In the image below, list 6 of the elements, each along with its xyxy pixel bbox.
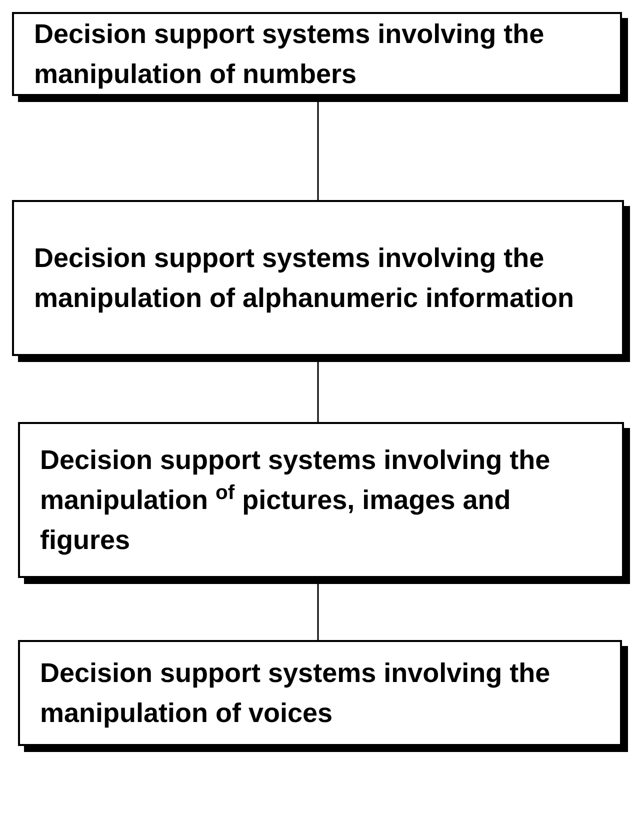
connector-line	[317, 362, 319, 422]
box-text: Decision support systems involving the manipulation $^{of}$ pictures, images and figures	[40, 444, 552, 557]
box-text: Decision support systems involving the manipulation of voices	[40, 657, 552, 730]
box-text: Decision support systems involving the manipulation of numbers	[34, 18, 546, 91]
box-text: Decision support systems involving the manipulation of alphanumeric information	[34, 242, 576, 315]
connector-line	[317, 584, 319, 640]
